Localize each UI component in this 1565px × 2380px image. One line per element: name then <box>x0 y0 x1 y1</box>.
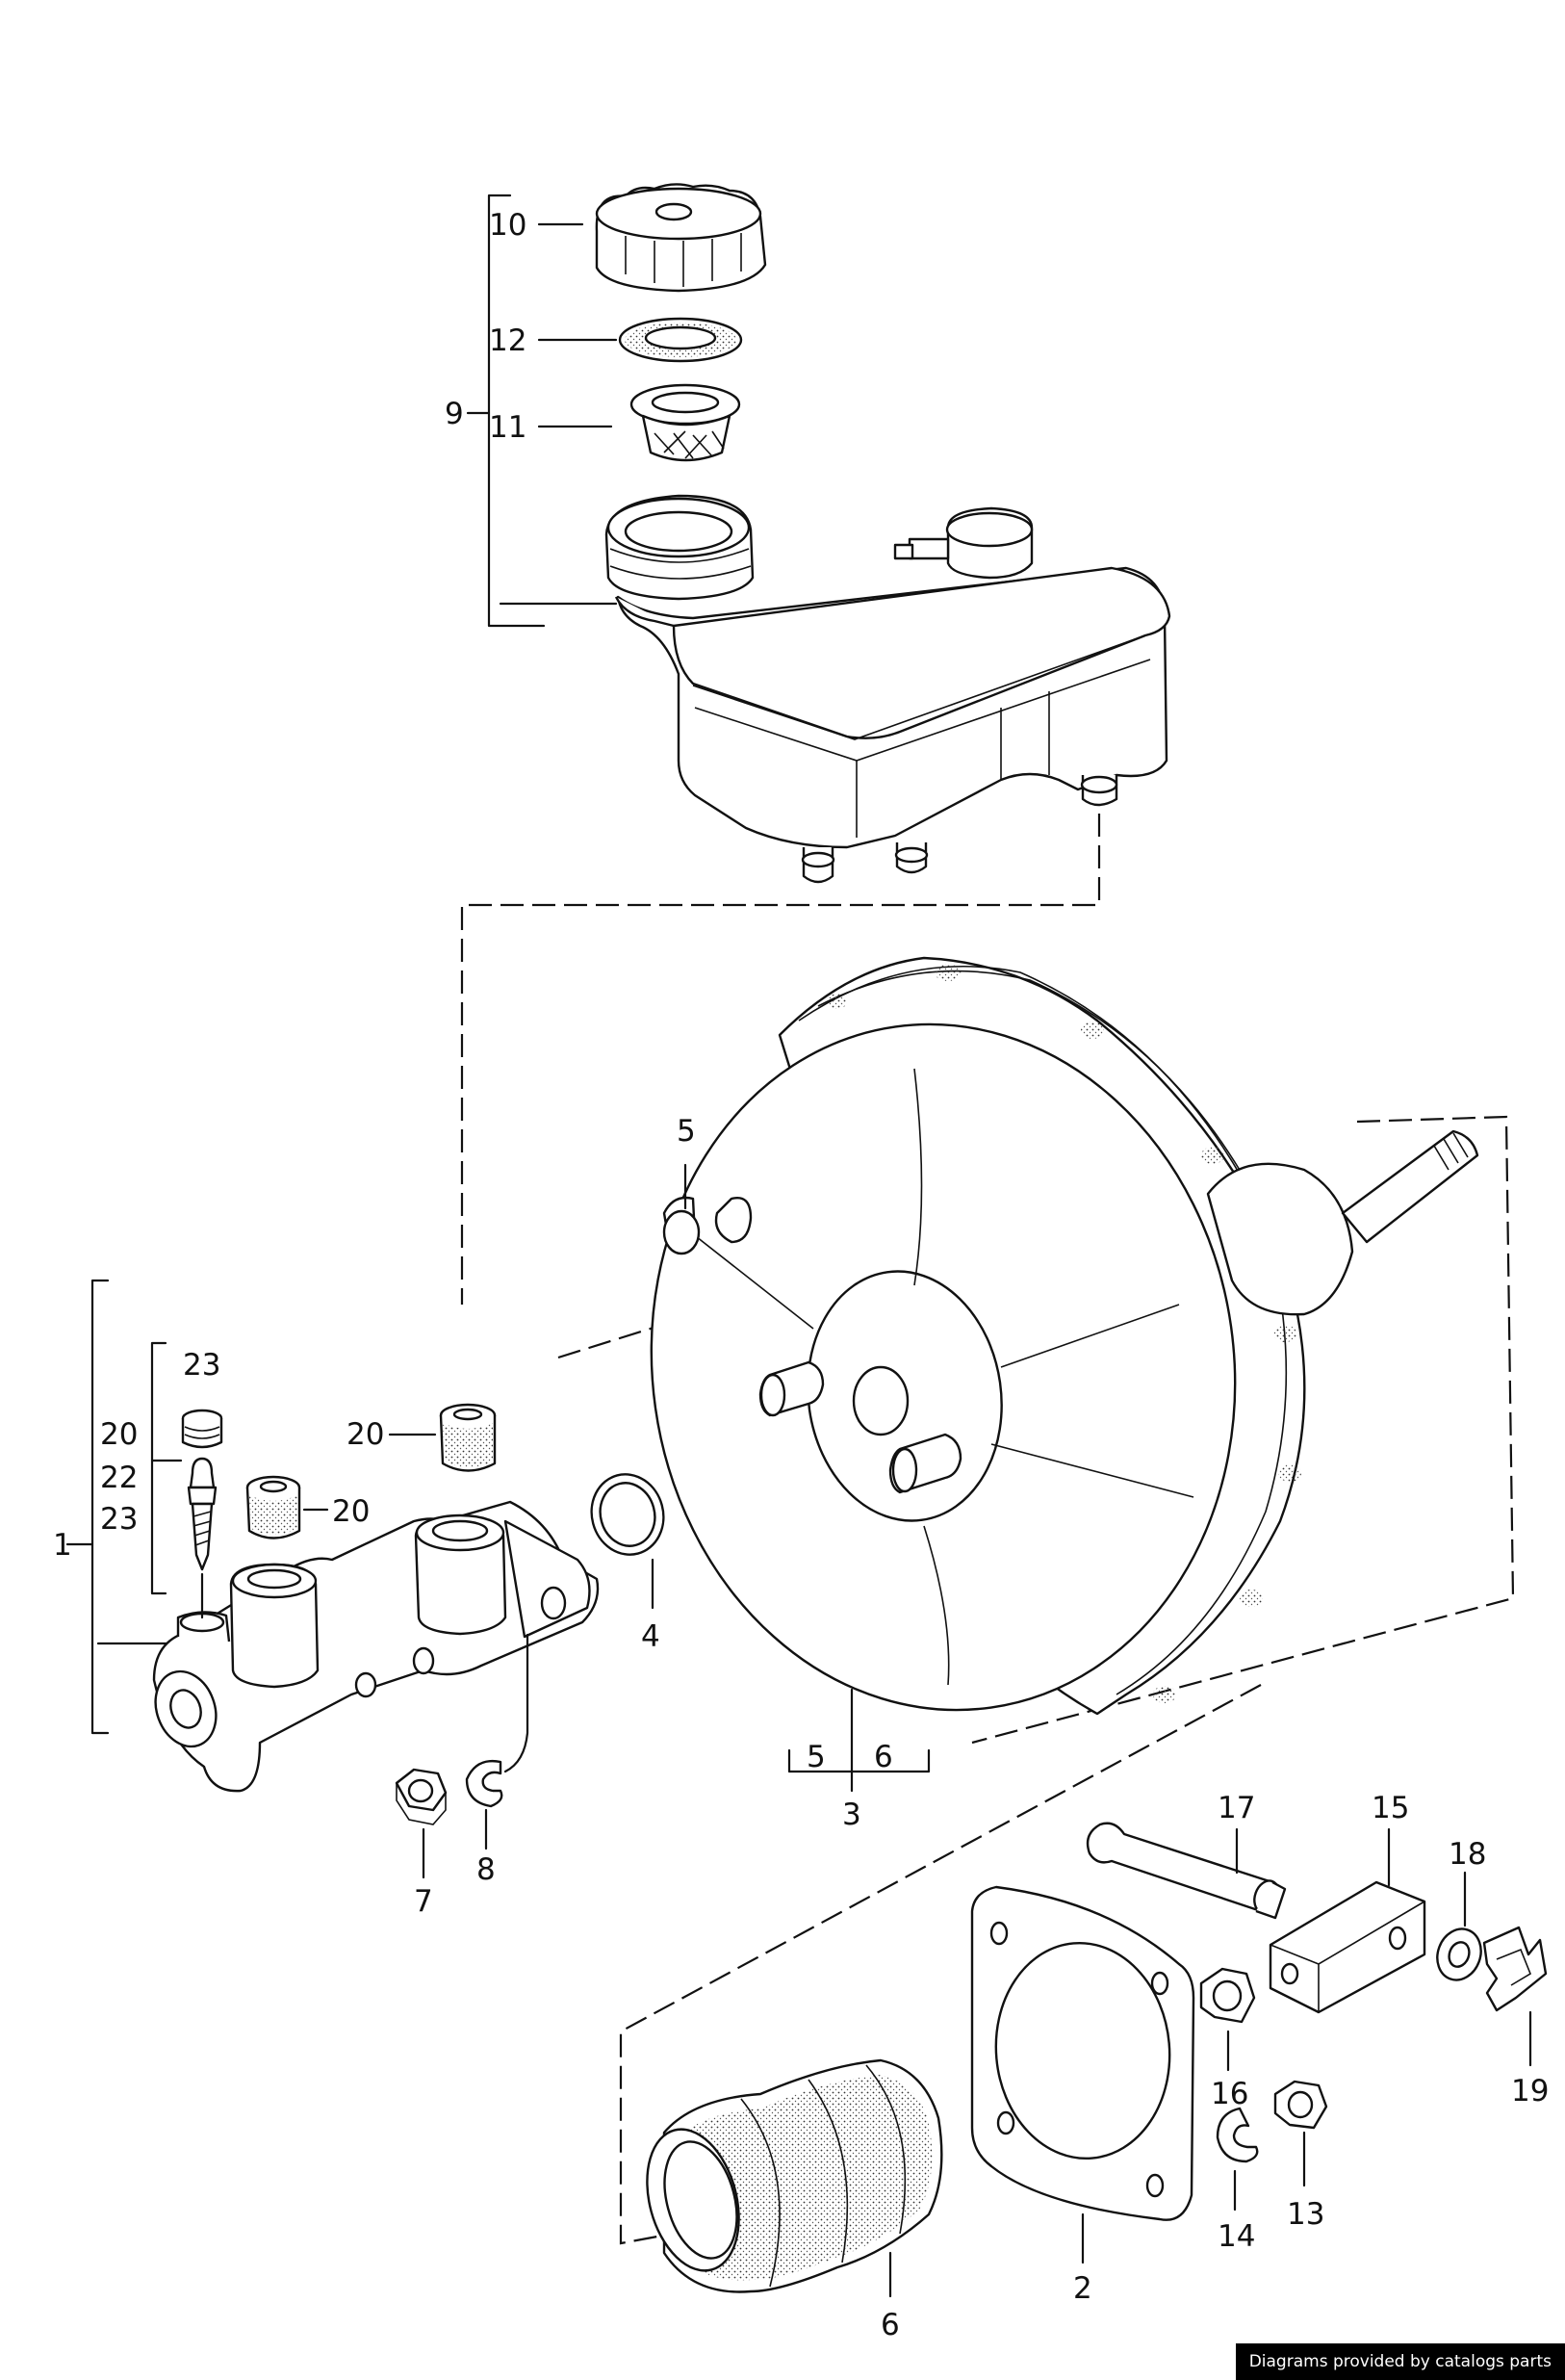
label-17: 17 <box>1218 1791 1255 1825</box>
cap-seal <box>618 317 743 363</box>
label-12: 12 <box>489 323 526 358</box>
label-5-bracket: 5 <box>807 1740 826 1774</box>
label-3: 3 <box>842 1798 861 1832</box>
hex-nut-13 <box>1273 2080 1328 2187</box>
mounting-gasket-2 <box>970 1885 1195 2264</box>
label-4: 4 <box>641 1619 660 1654</box>
label-11: 11 <box>489 410 526 445</box>
label-5-top: 5 <box>677 1114 696 1149</box>
label-13: 13 <box>1287 2197 1324 2232</box>
washer-18 <box>1436 1871 1482 1981</box>
label-6-boot: 6 <box>881 2308 900 2342</box>
brake-fluid-reservoir <box>604 494 1171 884</box>
spring-clip-19 <box>1482 1926 1548 2067</box>
lock-washer-8 <box>465 1633 529 1850</box>
seal-plug-lower <box>245 1475 329 1539</box>
cap-group-bracket <box>466 194 618 628</box>
label-19: 19 <box>1511 2074 1549 2108</box>
callout-labels: 10 12 9 11 5 23 20 20 22 23 1 20 4 7 8 5… <box>53 208 1549 2342</box>
clevis-block-15 <box>1269 1827 1426 2014</box>
reservoir-cap <box>595 183 767 293</box>
bleeder-valve-assembly <box>181 1409 223 1619</box>
master-cylinder-bracket <box>65 1279 183 1735</box>
label-2: 2 <box>1073 2271 1092 2306</box>
label-23-top: 23 <box>183 1348 220 1383</box>
o-ring <box>590 1473 665 1610</box>
credit-badge: Diagrams provided by catalogs parts <box>1235 2343 1565 2380</box>
booster-bracket <box>683 1163 931 1793</box>
label-23-left: 23 <box>100 1502 138 1537</box>
label-8: 8 <box>476 1852 496 1887</box>
label-18: 18 <box>1449 1837 1486 1872</box>
master-cylinder <box>152 1500 600 1793</box>
label-1: 1 <box>53 1528 72 1563</box>
label-20-left: 20 <box>100 1417 138 1452</box>
hex-nut-16 <box>1199 1967 1256 2072</box>
label-16: 16 <box>1211 2077 1248 2111</box>
label-10: 10 <box>489 208 526 243</box>
label-20-lower: 20 <box>332 1494 370 1529</box>
label-6-bracket: 6 <box>874 1740 893 1774</box>
label-7: 7 <box>414 1884 433 1919</box>
hex-nut-7 <box>395 1768 448 1879</box>
label-14: 14 <box>1218 2219 1255 2254</box>
label-20-upper: 20 <box>346 1417 384 1452</box>
seal-plug-upper <box>388 1403 497 1472</box>
label-15: 15 <box>1372 1791 1409 1825</box>
label-22: 22 <box>100 1461 138 1495</box>
strainer-insert <box>629 383 741 462</box>
brake-booster <box>650 956 1479 1716</box>
rubber-boot-6 <box>646 2058 943 2298</box>
lock-washer-14 <box>1216 2107 1259 2212</box>
clevis-pin-17 <box>1086 1822 1287 1920</box>
label-9: 9 <box>445 397 464 431</box>
